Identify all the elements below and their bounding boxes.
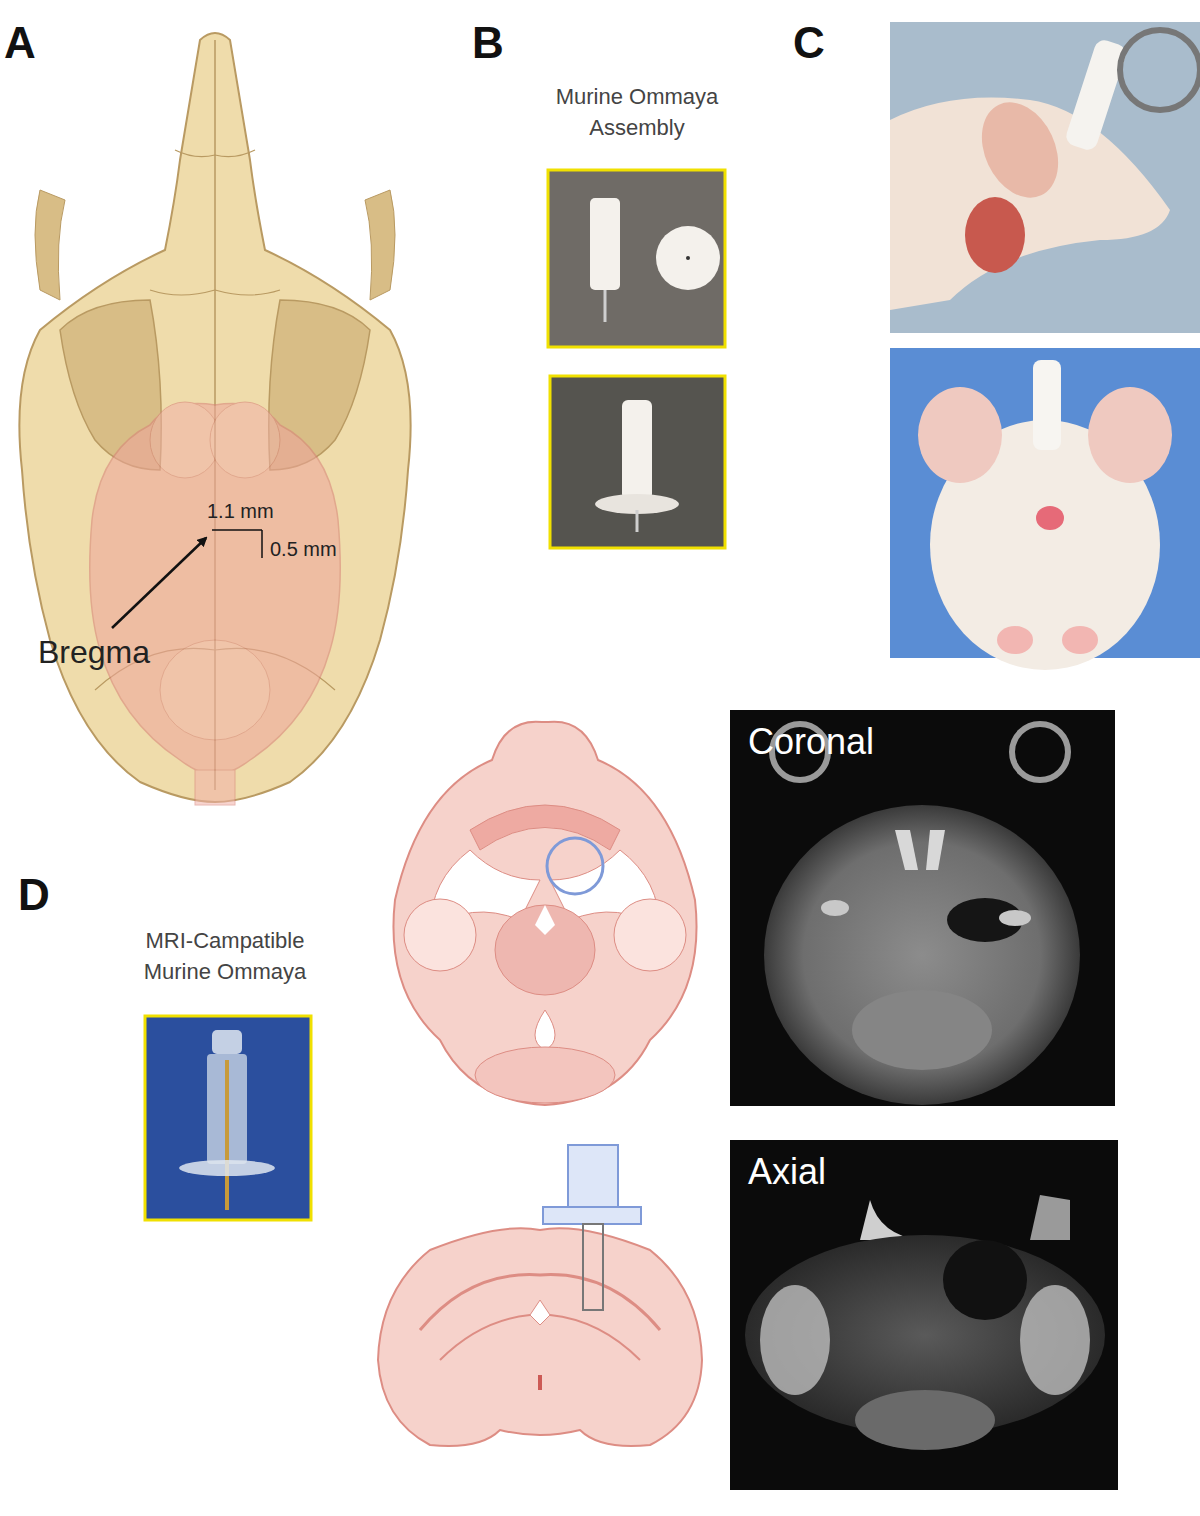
mri-axial-image-part	[1020, 1285, 1090, 1395]
mri-coronal-image-part	[895, 830, 918, 870]
skull-illustration-part	[365, 190, 395, 300]
axial-brain-schematic-part	[495, 905, 595, 995]
panel-letter: A	[4, 18, 36, 69]
brain-overlay	[90, 402, 340, 805]
axial-brain-schematic-part	[470, 805, 620, 850]
panel-letter: B	[472, 18, 504, 69]
skull-illustration-part	[19, 33, 410, 802]
axial-brain-schematic	[393, 722, 696, 1105]
panel-letter: D	[18, 870, 50, 921]
mri-panel: Axial	[730, 1140, 1118, 1490]
coronal-brain-schematic-part	[583, 1224, 603, 1310]
axial-brain-schematic-part	[404, 899, 476, 971]
panel-letter: C	[793, 18, 825, 69]
mouse-photo-2-part	[1088, 387, 1172, 483]
mouse-photo-1-part	[965, 197, 1025, 273]
skull-illustration-part	[35, 190, 65, 300]
mri-panel: Coronal	[730, 710, 1115, 1106]
assembly-photo-2-part	[550, 376, 725, 548]
axial-brain-schematic-part	[547, 838, 603, 894]
coronal-brain-schematic-part	[543, 1207, 641, 1224]
text-label: Bregma	[38, 634, 150, 671]
skull-illustration-part	[175, 150, 255, 157]
axial-brain-schematic-part	[393, 722, 696, 1105]
mri-device-photo-part	[179, 1160, 275, 1176]
bregma-dimensions	[112, 530, 262, 628]
brain-overlay-part	[210, 402, 280, 478]
mri-axial-image-part	[1030, 1195, 1070, 1240]
mri-axial-image-part	[760, 1285, 830, 1395]
mri-coronal-image-part	[999, 910, 1031, 926]
assembly-photo-1-part	[604, 290, 607, 322]
mouse-photo-1-part	[1120, 30, 1200, 110]
skull-illustration	[19, 33, 410, 802]
coronal-brain-schematic	[378, 1145, 702, 1446]
mri-coronal-image-part	[852, 990, 992, 1070]
mri-axial-image	[730, 1140, 1118, 1490]
coronal-brain-schematic-part	[530, 1300, 550, 1325]
bregma-dimensions-part	[112, 538, 206, 628]
coronal-brain-schematic-part	[420, 1275, 660, 1330]
mouse-photo-2-part	[1036, 506, 1064, 530]
mouse-photo-2-part	[997, 626, 1033, 654]
mri-coronal-image-part	[730, 710, 1115, 1106]
mri-axial-image-part	[860, 1200, 920, 1240]
coronal-brain-schematic-part	[550, 1315, 640, 1360]
view-label: Coronal	[730, 710, 874, 762]
mri-coronal-image-part	[926, 830, 945, 870]
mri-axial-image-part	[855, 1390, 995, 1450]
mri-axial-image-part	[730, 1140, 1118, 1490]
bregma-dimensions-part	[261, 530, 263, 558]
mri-coronal-image	[730, 710, 1115, 1106]
mouse-photo-2-part	[1062, 626, 1098, 654]
mri-coronal-image-part	[1012, 724, 1068, 780]
mri-coronal-image-part	[764, 805, 1080, 1105]
assembly-photo-2-part	[622, 400, 652, 500]
view-label: Axial	[730, 1140, 826, 1192]
mouse-photo-2-part	[918, 387, 1002, 483]
assembly-photo-1-part	[590, 198, 620, 290]
assembly-photo-2	[550, 376, 725, 548]
coronal-brain-schematic-part	[378, 1228, 702, 1446]
text-label: Murine Ommaya Assembly	[532, 82, 742, 144]
coronal-brain-schematic-part	[538, 1375, 542, 1390]
coronal-brain-schematic-part	[440, 1315, 530, 1360]
text-label: MRI-Campatible Murine Ommaya	[125, 926, 325, 988]
axial-brain-schematic-part	[475, 1047, 615, 1103]
mri-device-photo	[145, 1016, 311, 1220]
mouse-photo-2-part	[1033, 360, 1061, 450]
mouse-photo-2	[890, 348, 1200, 670]
assembly-photo-1	[548, 170, 725, 347]
brain-overlay-part	[195, 770, 235, 805]
coronal-brain-schematic-part	[568, 1145, 618, 1207]
mouse-photo-1-part	[967, 90, 1073, 210]
assembly-photo-1-part	[686, 256, 690, 260]
text-label: 0.5 mm	[270, 538, 337, 561]
text-label: 1.1 mm	[207, 500, 274, 523]
mri-device-photo-part	[212, 1030, 242, 1054]
assembly-photo-2-part	[636, 510, 639, 532]
brain-overlay-part	[160, 640, 270, 740]
mri-device-photo-part	[225, 1060, 229, 1210]
mouse-photo-1-part	[1064, 38, 1128, 153]
mouse-photo-1	[890, 22, 1200, 333]
axial-brain-schematic-part	[535, 1010, 555, 1050]
skull-illustration-part	[150, 290, 280, 295]
mri-axial-image-part	[943, 1240, 1027, 1320]
assembly-photo-1-part	[656, 226, 720, 290]
mri-device-photo-part	[145, 1016, 311, 1220]
mri-coronal-image-part	[821, 900, 849, 916]
axial-brain-schematic-part	[535, 905, 555, 935]
bregma-dimensions-part	[212, 529, 262, 531]
axial-brain-schematic-part	[614, 899, 686, 971]
mouse-photo-1-part	[890, 22, 1200, 333]
assembly-photo-1-part	[548, 170, 725, 347]
